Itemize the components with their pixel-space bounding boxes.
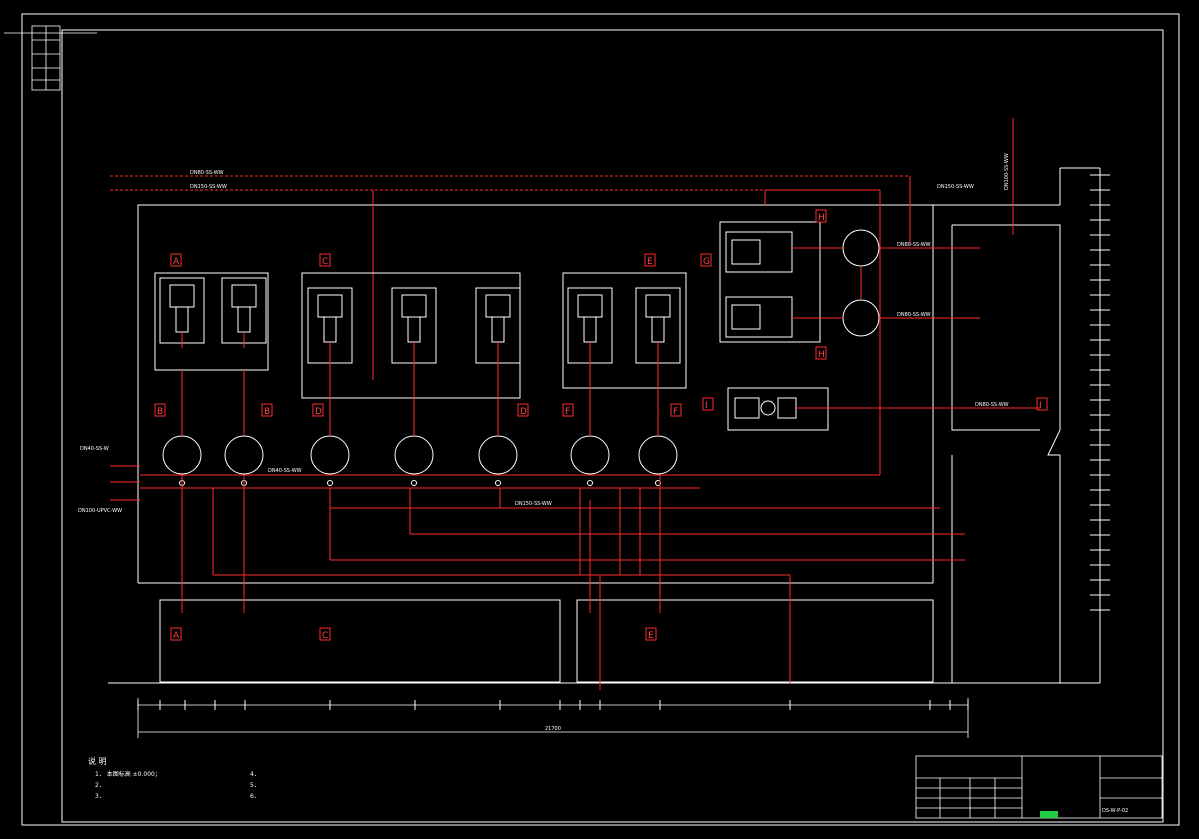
section-letter: E xyxy=(647,257,653,267)
pipe-label-top-upper: DN80-SS-WW xyxy=(190,170,224,176)
main-header-pipes xyxy=(110,465,965,690)
pressure-tank xyxy=(162,435,202,475)
section-letter-box xyxy=(170,627,182,641)
section-letter: F xyxy=(673,407,678,417)
dimension-total: 21700 xyxy=(545,726,561,732)
pipe-label-i: DN80-SS-WW xyxy=(975,402,1009,408)
section-letter: G xyxy=(703,257,710,267)
drawing-number: DS-W-P-02 xyxy=(1102,808,1128,814)
note-item: 1． 本图标高 ±0.000； xyxy=(95,770,161,778)
section-letter: H xyxy=(818,213,825,223)
pipe-label-left-in2: DN100-UPVC-WW xyxy=(78,508,122,514)
section-letter-box xyxy=(815,346,827,360)
pipe-label-mid: DN40-SS-WW xyxy=(268,468,302,474)
note-item: 2． xyxy=(95,782,105,789)
section-letter-box xyxy=(815,209,827,223)
pipe-label-top-lower: DN150-SS-WW xyxy=(190,184,227,190)
pipe-node xyxy=(587,480,593,486)
section-letter: D xyxy=(315,407,322,417)
section-letter-box xyxy=(702,397,714,411)
notes-title: 说 明 xyxy=(88,756,107,766)
vertical-pump xyxy=(307,287,353,378)
section-letter: H xyxy=(818,350,825,360)
top-pipes xyxy=(110,175,910,191)
note-item: 4． xyxy=(250,771,260,778)
section-letter-box xyxy=(562,403,574,417)
pressure-tanks xyxy=(162,370,678,486)
section-letter: C xyxy=(322,631,328,641)
vertical-pump xyxy=(475,287,521,378)
pipe-node xyxy=(411,480,417,486)
note-item: 6． xyxy=(250,793,260,800)
section-letter-box xyxy=(154,403,166,417)
note-item: 5． xyxy=(250,782,260,789)
vertical-pump xyxy=(567,287,613,378)
section-letter-box xyxy=(170,253,182,267)
pressure-tank xyxy=(570,435,610,475)
section-letter-box xyxy=(644,253,656,267)
section-letter: B xyxy=(264,407,270,417)
right-scale xyxy=(1090,174,1110,611)
revision-tag-block xyxy=(4,25,97,91)
pipe-node xyxy=(495,480,501,486)
pipe-label-h: DN80-SS-WW xyxy=(897,312,931,318)
section-letter-box xyxy=(700,253,712,267)
section-letter-box xyxy=(670,403,682,417)
section-letter-box xyxy=(1036,397,1048,411)
outer-border xyxy=(21,13,1180,826)
section-letter: E xyxy=(648,631,654,641)
section-letter-box xyxy=(517,403,529,417)
pressure-tank xyxy=(478,435,518,475)
pressure-tank xyxy=(224,435,264,475)
section-letter: C xyxy=(322,257,328,267)
dimension-ticks xyxy=(137,700,969,710)
section-letter: I xyxy=(1039,401,1042,411)
section-letters: A C E B B D D F F A C E G H H I I xyxy=(154,209,1048,641)
pressure-tank xyxy=(394,435,434,475)
vertical-pumps xyxy=(159,277,681,378)
title-block xyxy=(915,755,1163,819)
dimension-lines xyxy=(137,698,969,738)
vertical-pump xyxy=(221,277,267,348)
horizontal-pumps xyxy=(725,229,880,419)
pipe-label-vertical-right: DN100-SS-WW xyxy=(1004,153,1010,190)
section-letter: A xyxy=(173,257,180,267)
vertical-pump xyxy=(391,287,437,378)
section-letter-box xyxy=(319,253,331,267)
section-letter-box xyxy=(261,403,273,417)
pipe-label-top-right: DN150-SS-WW xyxy=(937,184,974,190)
note-item: 3． xyxy=(95,793,105,800)
title-block-accent xyxy=(1040,811,1058,818)
pressure-tank xyxy=(638,435,678,475)
section-letter-box xyxy=(312,403,324,417)
section-letter-box xyxy=(319,627,331,641)
notes-list: 1． 本图标高 ±0.000； 2． 3． 4． 5． 6． xyxy=(95,770,260,800)
section-letter-box xyxy=(645,627,657,641)
vertical-pump xyxy=(159,277,205,348)
pipe-label-mid-bottom: DN150-SS-WW xyxy=(515,501,552,507)
pipe-label-left-in1: DN40-SS-W xyxy=(80,446,109,452)
pipe-node xyxy=(327,480,333,486)
section-letter: I xyxy=(705,401,708,411)
section-letter: D xyxy=(520,407,527,417)
inner-border xyxy=(61,29,1164,823)
section-letter: A xyxy=(173,631,180,641)
pipe-label-g: DN80-SS-WW xyxy=(897,242,931,248)
building-walls xyxy=(108,167,1101,684)
vertical-pump xyxy=(635,287,681,378)
section-letter: B xyxy=(157,407,163,417)
section-letter: F xyxy=(565,407,570,417)
pressure-tank xyxy=(310,435,350,475)
